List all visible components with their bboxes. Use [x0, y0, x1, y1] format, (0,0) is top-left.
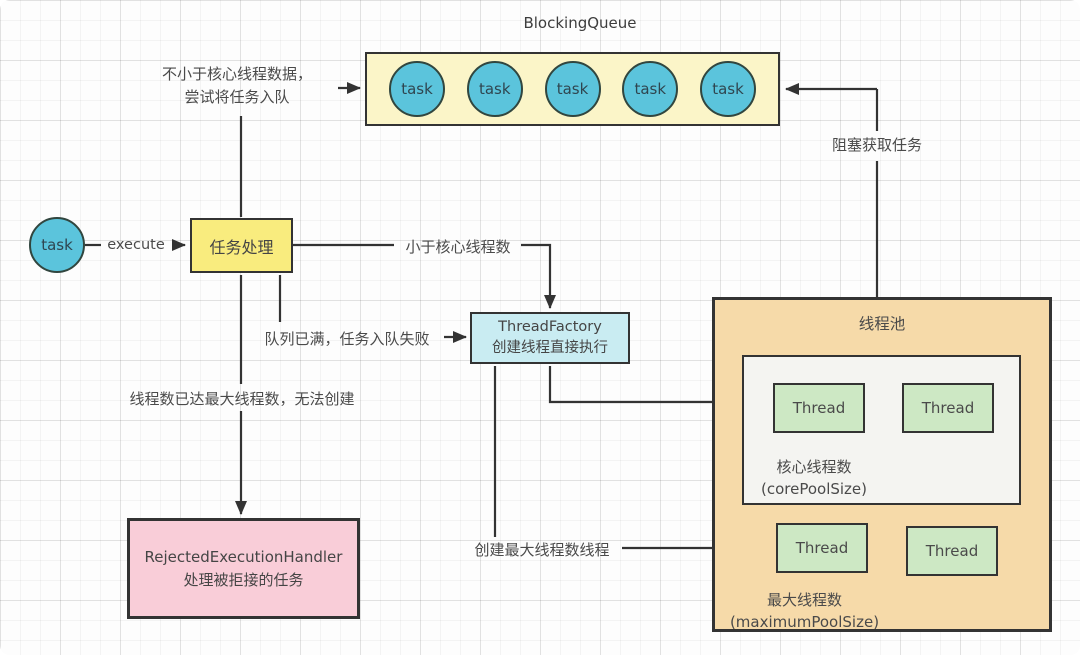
core-thread-box: Thread — [902, 383, 994, 433]
edge-less-than-core-arrow — [521, 243, 556, 309]
rejected-handler-name: RejectedExecutionHandler — [144, 548, 343, 566]
edge-label-blocking-take: 阻塞获取任务 — [831, 136, 922, 154]
task-handler-box: 任务处理 — [190, 218, 293, 273]
core-thread-box: Thread — [773, 383, 865, 433]
edge-label-less-than-core: 小于核心线程数 — [405, 238, 511, 256]
source-task-circle: task — [29, 217, 85, 273]
edge-label-enqueue: 不小于核心线程数据， 尝试将任务入队 — [161, 65, 312, 106]
max-thread-box: Thread — [906, 526, 998, 576]
thread-factory-desc: 创建线程直接执行 — [492, 340, 608, 356]
queued-task-circle: task — [544, 61, 601, 117]
edge-label-execute: execute — [107, 237, 165, 253]
rejected-handler-desc: 处理被拒接的任务 — [183, 570, 304, 589]
max-thread-box: Thread — [776, 523, 868, 573]
queued-task-circle: task — [700, 61, 756, 117]
thread-factory-box: ThreadFactory 创建线程直接执行 — [470, 312, 630, 364]
edge-label-max-reached: 线程数已达最大线程数，无法创建 — [129, 390, 355, 408]
edge-label-create-max: 创建最大线程数线程 — [474, 541, 610, 559]
thread-factory-name: ThreadFactory — [498, 318, 602, 335]
blocking-queue-box: task task task task task — [365, 52, 780, 126]
max-pool-label: 最大线程数 (maximumPoolSize) — [729, 591, 880, 631]
queued-task-circle: task — [622, 61, 679, 117]
queued-task-circle: task — [466, 61, 523, 117]
rejected-execution-handler-box: RejectedExecutionHandler 处理被拒接的任务 — [127, 518, 360, 619]
edge-to-core-thread-arrow — [548, 366, 765, 408]
thread-pool-title: 线程池 — [858, 315, 906, 333]
queued-task-circle: task — [389, 61, 445, 117]
core-pool-area: Thread Thread 核心线程数 (corePoolSize) — [742, 355, 1021, 505]
core-pool-label: 核心线程数 (corePoolSize) — [760, 458, 868, 498]
blocking-queue-title: BlockingQueue — [523, 14, 637, 32]
edge-label-queue-full: 队列已满，任务入队失败 — [264, 330, 430, 348]
thread-pool-box: 线程池 Thread Thread 核心线程数 (corePoolSize) T… — [712, 297, 1052, 632]
